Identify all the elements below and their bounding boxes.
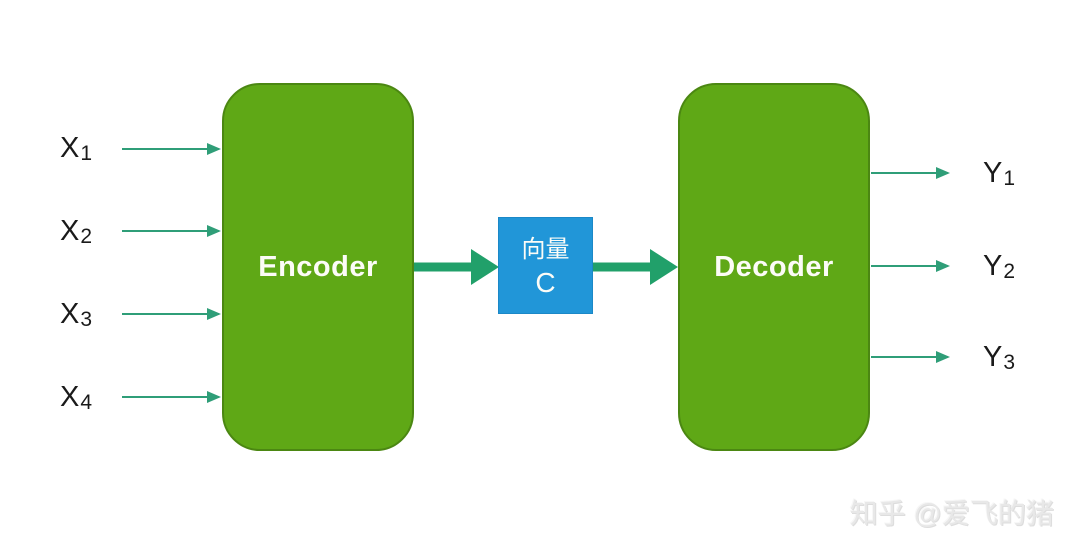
context-vector-label: 向量 <box>521 235 570 263</box>
vector-to-decoder-arrow <box>593 249 678 285</box>
context-vector-box: 向量 C <box>498 217 593 314</box>
input-label-x1-sub: 1 <box>80 142 93 165</box>
input-label-x2-base: X <box>60 215 80 247</box>
output-label-y2-sub: 2 <box>1003 260 1016 283</box>
encoder-to-vector-arrow <box>413 249 499 285</box>
decoder-label: Decoder <box>714 250 834 283</box>
input-label-x2: X2 <box>60 213 92 252</box>
output-label-y1: Y1 <box>983 155 1015 194</box>
output-label-y3-sub: 3 <box>1003 351 1016 374</box>
context-vector-symbol: C <box>535 266 556 298</box>
input-label-x2-sub: 2 <box>80 225 93 248</box>
output-label-y1-sub: 1 <box>1003 167 1016 190</box>
decoder-box: Decoder <box>678 83 870 451</box>
input-label-x4-sub: 4 <box>80 391 93 414</box>
watermark: 知乎 @爱飞的猪 <box>849 498 1054 529</box>
input-label-x4-base: X <box>60 381 80 413</box>
input-label-x3-sub: 3 <box>80 308 93 331</box>
output-label-y2-base: Y <box>983 250 1003 282</box>
input-label-x3: X3 <box>60 296 92 335</box>
output-label-y3: Y3 <box>983 339 1015 378</box>
output-label-y3-base: Y <box>983 341 1003 373</box>
input-label-x4: X4 <box>60 379 92 418</box>
output-label-y1-base: Y <box>983 157 1003 189</box>
input-label-x1: X1 <box>60 130 92 169</box>
output-label-y2: Y2 <box>983 248 1015 287</box>
input-label-x3-base: X <box>60 298 80 330</box>
encoder-box: Encoder <box>222 83 414 451</box>
encoder-label: Encoder <box>258 250 378 283</box>
input-label-x1-base: X <box>60 132 80 164</box>
